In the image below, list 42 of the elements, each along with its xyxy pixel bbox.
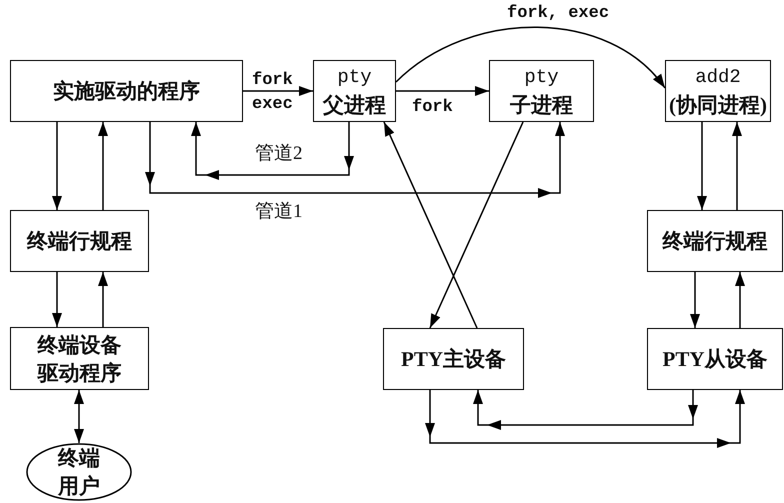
box-label: pty — [524, 65, 559, 90]
process-box — [10, 60, 243, 122]
arrow — [697, 122, 707, 210]
box-label: 终端设备驱动程序 — [36, 332, 122, 386]
arrow — [243, 86, 313, 96]
box-label: PTY从设备 — [662, 346, 768, 373]
arrow — [396, 86, 489, 96]
box-label: 终端行规程 — [662, 228, 768, 255]
box-label: (协同进程) — [669, 92, 767, 119]
box-label: 子进程 — [510, 92, 573, 119]
process-box — [10, 210, 149, 272]
box-label: add2 — [695, 65, 741, 90]
arrow — [473, 390, 698, 430]
arrow — [732, 122, 742, 210]
user-ellipse — [26, 443, 132, 501]
process-box — [489, 60, 594, 122]
arrow — [145, 122, 565, 198]
arrow — [52, 272, 62, 327]
arrow — [735, 272, 745, 328]
process-box — [313, 60, 396, 122]
box-label: 终端用户 — [56, 445, 101, 500]
box-label: 终端行规程 — [27, 228, 132, 255]
box-label: pty — [337, 65, 372, 90]
arrow — [98, 272, 108, 327]
box-label: PTY主设备 — [401, 346, 506, 373]
arrow — [425, 390, 745, 448]
process-box — [10, 327, 149, 390]
edge-label: fork exec — [252, 70, 294, 116]
box-label: 实施驱动的程序 — [53, 78, 200, 105]
arrow — [383, 122, 478, 328]
box-label: 父进程 — [323, 92, 386, 119]
process-box — [383, 328, 524, 390]
arrow — [191, 122, 354, 180]
arrow — [396, 26, 666, 88]
process-box — [647, 210, 783, 272]
arrow — [74, 390, 84, 443]
arrow — [52, 122, 62, 210]
arrow — [98, 122, 108, 210]
arrow — [429, 122, 524, 328]
arrow — [690, 272, 700, 328]
process-box — [647, 328, 783, 390]
process-box — [665, 60, 771, 122]
